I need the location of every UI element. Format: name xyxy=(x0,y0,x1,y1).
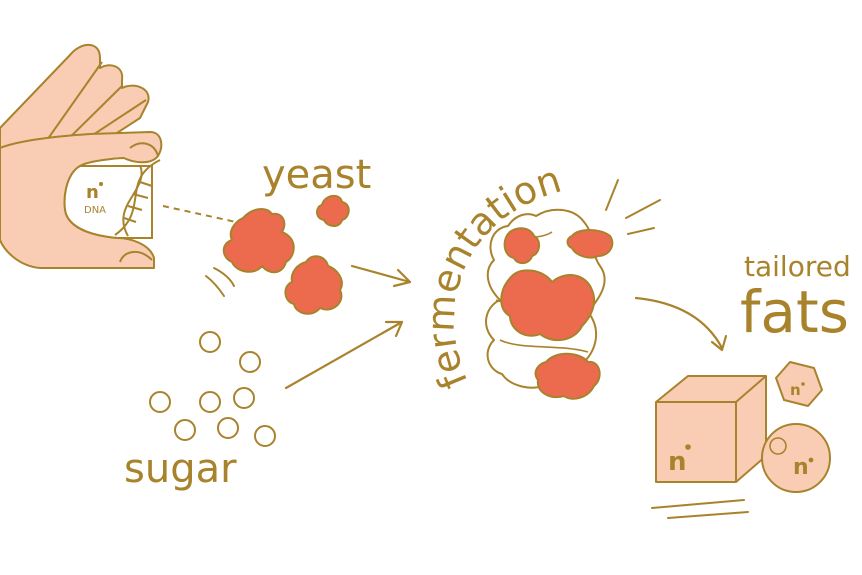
yeast-cell-icon xyxy=(500,227,614,400)
dna-label: DNA xyxy=(84,205,106,216)
tailored-label: tailored xyxy=(744,250,851,283)
burst-lines xyxy=(605,179,661,235)
dna-to-yeast-dash xyxy=(162,205,237,223)
yeast-cell-icon xyxy=(222,194,350,315)
hand-pocket xyxy=(63,165,153,239)
brand-mark: n xyxy=(86,182,99,203)
sphere-brand-dot xyxy=(808,457,814,463)
fats-label: fats xyxy=(740,278,849,346)
fat-sphere-icon xyxy=(761,423,831,493)
hexagon-brand-dot xyxy=(801,382,805,386)
fat-hexagon-icon xyxy=(775,361,823,407)
sphere-brand-mark: n xyxy=(793,455,809,480)
hexagon-brand-mark: n xyxy=(790,381,801,399)
sugar-granule-icon xyxy=(149,331,276,447)
cube-brand-mark: n xyxy=(668,447,687,477)
arrow-icon xyxy=(350,264,412,288)
sugar-label: sugar xyxy=(124,446,237,492)
yeast-label: yeast xyxy=(262,152,371,198)
motion-lines xyxy=(205,267,235,297)
brand-dot xyxy=(99,182,103,186)
cube-brand-dot xyxy=(685,444,691,450)
arrow-icon xyxy=(284,320,404,390)
dna-helix-icon xyxy=(114,159,161,237)
speed-lines xyxy=(651,499,749,519)
arrow-icon xyxy=(634,296,728,352)
